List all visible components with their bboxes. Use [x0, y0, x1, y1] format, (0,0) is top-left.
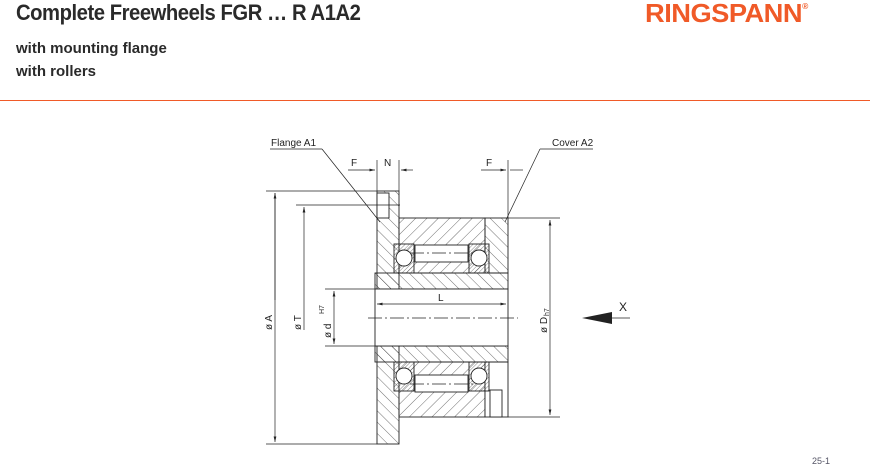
- dim-l: L: [438, 293, 444, 304]
- bearings: [393, 243, 490, 392]
- page-title: Complete Freewheels FGR … R A1A2: [16, 0, 361, 25]
- dim-d-tol: H7: [319, 305, 326, 314]
- view-x-label: X: [619, 300, 627, 314]
- dim-a: ø A: [264, 315, 275, 330]
- inner-ring-bottom: [374, 345, 509, 363]
- dim-D-tol: h7: [544, 308, 551, 316]
- dim-n: N: [384, 158, 391, 169]
- dim-f-right: F: [486, 158, 492, 169]
- dim-t: ø T: [293, 315, 304, 330]
- dim-D: ø D: [539, 317, 550, 333]
- header-divider: [0, 100, 870, 101]
- label-flange: Flange A1: [271, 138, 316, 149]
- dim-d: ø d: [323, 324, 334, 338]
- ringspann-logo: RINGSPANN®: [645, 0, 808, 28]
- subtitle-flange: with mounting flange: [16, 40, 167, 57]
- subtitle-rollers: with rollers: [16, 63, 97, 80]
- page-number: 25-1: [812, 456, 831, 466]
- view-arrow-icon: [582, 312, 612, 324]
- dim-f-left: F: [351, 158, 357, 169]
- rollers: [414, 244, 469, 393]
- label-cover: Cover A2: [552, 138, 594, 149]
- inner-ring-top: [374, 272, 509, 290]
